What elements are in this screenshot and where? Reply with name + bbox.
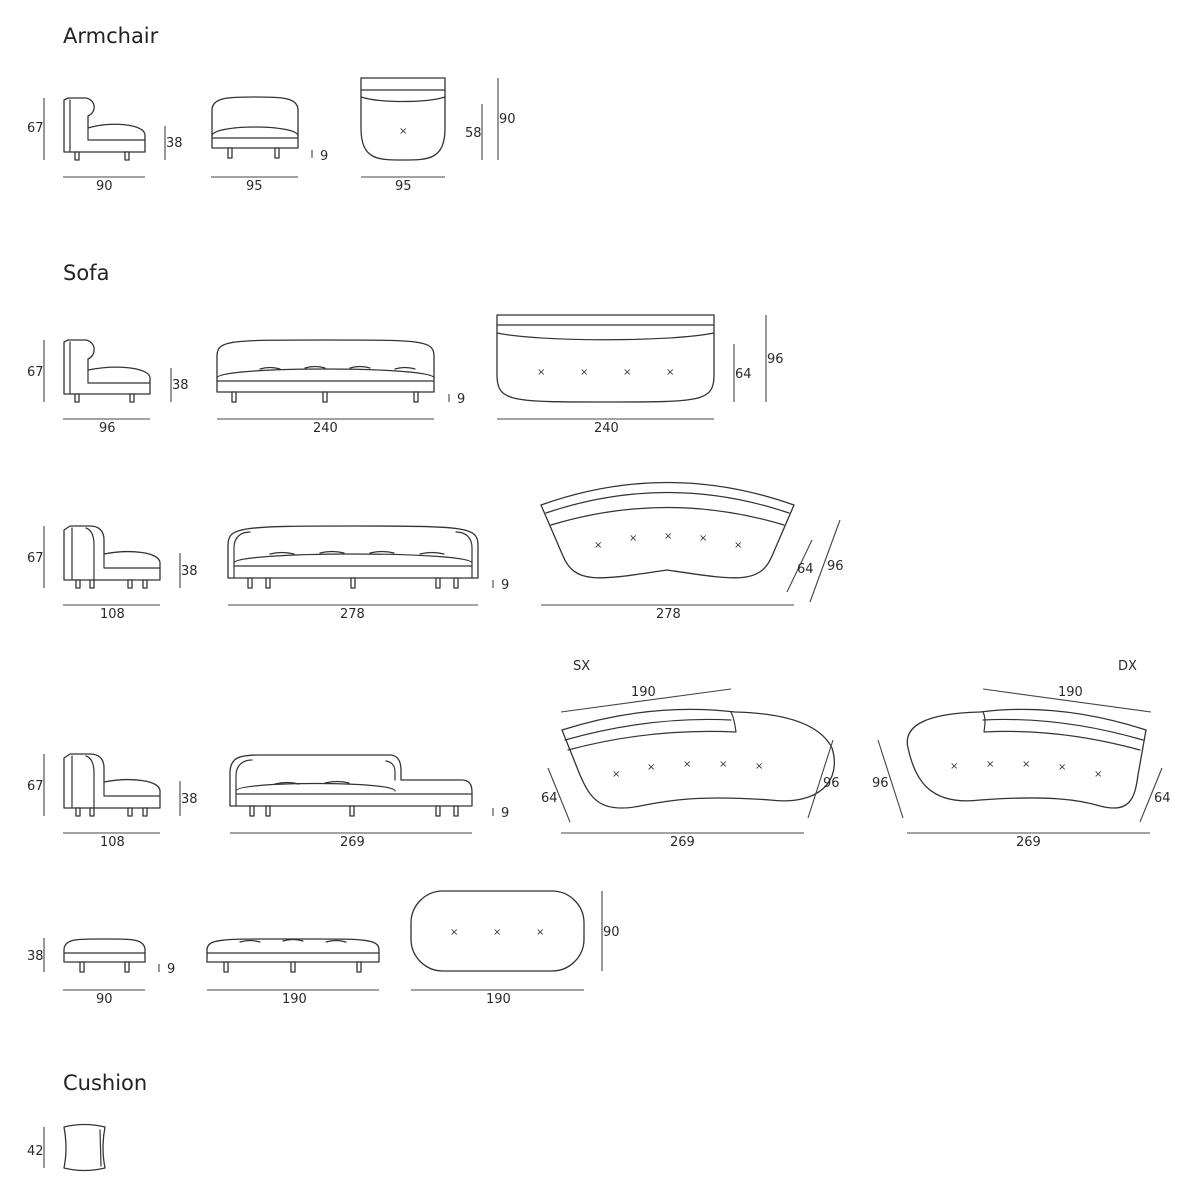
sofa-240-front-view: 9 240 <box>216 339 465 436</box>
armchair-height-label: 67 <box>27 121 44 136</box>
sofa-269-dx-seat-depth-label: 64 <box>1154 791 1171 806</box>
sofa-269-dx-label: DX <box>1118 659 1137 674</box>
sofa-269-side-width-label: 108 <box>100 835 125 850</box>
armchair-side-width-label: 90 <box>96 179 113 194</box>
sofa-269-sx-top-view: SX 190 × × × × × 64 96 269 <box>541 659 840 850</box>
sofa-240-height-label: 67 <box>27 365 44 380</box>
button-tuft-icon: × <box>719 759 727 770</box>
sofa-269-front-width-label: 269 <box>340 835 365 850</box>
pouf-90-front-view: 38 9 90 <box>27 938 175 1007</box>
armchair-front-view: 9 95 <box>211 96 328 194</box>
sofa-278-side-width-label: 108 <box>100 607 125 622</box>
button-tuft-icon: × <box>683 759 691 770</box>
section-title-armchair: Armchair <box>63 24 159 48</box>
sofa-240-leg-height-label: 9 <box>457 392 465 407</box>
sofa-269-sx-seat-depth-label: 64 <box>541 791 558 806</box>
sofa-240-side-view: 67 38 96 <box>27 339 189 436</box>
sofa-278-height-label: 67 <box>27 551 44 566</box>
section-title-sofa: Sofa <box>63 261 110 285</box>
sofa-278-front-width-label: 278 <box>340 607 365 622</box>
armchair-leg-height-label: 9 <box>320 149 328 164</box>
armchair-seat-height-label: 38 <box>166 136 183 151</box>
button-tuft-icon: × <box>666 367 674 378</box>
button-tuft-icon: × <box>536 927 544 938</box>
pouf-190-top-view: × × × 90 190 <box>410 890 620 1007</box>
button-tuft-icon: × <box>580 367 588 378</box>
pouf-top-width-label: 190 <box>486 992 511 1007</box>
button-tuft-icon: × <box>450 927 458 938</box>
button-tuft-icon: × <box>755 761 763 772</box>
cushion-view: 42 <box>27 1123 106 1172</box>
pouf-leg-height-label: 9 <box>167 962 175 977</box>
sofa-240-front-width-label: 240 <box>313 421 338 436</box>
pouf-190-front-view: 190 <box>206 938 380 1007</box>
sofa-240-top-total-depth-label: 96 <box>767 352 784 367</box>
button-tuft-icon: × <box>734 540 742 551</box>
sofa-269-sx-total-depth-label: 96 <box>823 776 840 791</box>
sofa-278-top-total-depth-label: 96 <box>827 559 844 574</box>
armchair-top-width-label: 95 <box>395 179 412 194</box>
pouf-height-label: 38 <box>27 949 44 964</box>
button-tuft-icon: × <box>1058 762 1066 773</box>
sofa-269-sx-back-width-label: 190 <box>631 685 656 700</box>
button-tuft-icon: × <box>537 367 545 378</box>
sofa-269-side-view: 67 38 108 <box>27 753 198 850</box>
button-tuft-icon: × <box>664 531 672 542</box>
button-tuft-icon: × <box>623 367 631 378</box>
sofa-269-height-label: 67 <box>27 779 44 794</box>
section-title-cushion: Cushion <box>63 1071 148 1095</box>
armchair-top-total-depth-label: 90 <box>499 112 516 127</box>
sofa-269-dx-top-view: DX 190 × × × × × 96 64 269 <box>872 659 1171 850</box>
sofa-269-seat-height-label: 38 <box>181 792 198 807</box>
button-tuft-icon: × <box>629 533 637 544</box>
armchair-front-width-label: 95 <box>246 179 263 194</box>
sofa-269-leg-height-label: 9 <box>501 806 509 821</box>
armchair-top-view: × 58 90 95 <box>360 77 516 194</box>
button-tuft-icon: × <box>1094 769 1102 780</box>
armchair-top-seat-depth-label: 58 <box>465 126 482 141</box>
sofa-269-dx-back-width-label: 190 <box>1058 685 1083 700</box>
sofa-269-front-view: 9 269 <box>229 754 509 850</box>
pouf-large-width-label: 190 <box>282 992 307 1007</box>
button-tuft-icon: × <box>612 769 620 780</box>
sofa-240-top-width-label: 240 <box>594 421 619 436</box>
sofa-278-top-seat-depth-label: 64 <box>797 562 814 577</box>
sofa-278-curved-top-view: × × × × × 64 96 278 <box>540 481 844 622</box>
sofa-278-leg-height-label: 9 <box>501 578 509 593</box>
sofa-278-side-view: 67 38 108 <box>27 525 198 622</box>
sofa-278-seat-height-label: 38 <box>181 564 198 579</box>
sofa-269-dx-width-label: 269 <box>1016 835 1041 850</box>
sofa-269-dx-total-depth-label: 96 <box>872 776 889 791</box>
button-tuft-icon: × <box>594 540 602 551</box>
button-tuft-icon: × <box>493 927 501 938</box>
pouf-top-depth-label: 90 <box>603 925 620 940</box>
sofa-269-sx-label: SX <box>573 659 590 674</box>
cushion-size-label: 42 <box>27 1144 44 1159</box>
sofa-240-top-view: × × × × 64 96 240 <box>496 314 784 436</box>
pouf-small-width-label: 90 <box>96 992 113 1007</box>
button-tuft-icon: × <box>950 761 958 772</box>
button-tuft-icon: × <box>699 533 707 544</box>
sofa-240-top-seat-depth-label: 64 <box>735 367 752 382</box>
button-tuft-icon: × <box>647 762 655 773</box>
button-tuft-icon: × <box>1022 759 1030 770</box>
sofa-278-top-width-label: 278 <box>656 607 681 622</box>
sofa-240-seat-height-label: 38 <box>172 378 189 393</box>
armchair-side-view: 67 38 90 <box>27 97 183 194</box>
button-tuft-icon: × <box>399 126 407 137</box>
sofa-240-side-width-label: 96 <box>99 421 116 436</box>
sofa-278-front-view: 9 278 <box>227 525 509 622</box>
button-tuft-icon: × <box>986 759 994 770</box>
sofa-269-sx-width-label: 269 <box>670 835 695 850</box>
